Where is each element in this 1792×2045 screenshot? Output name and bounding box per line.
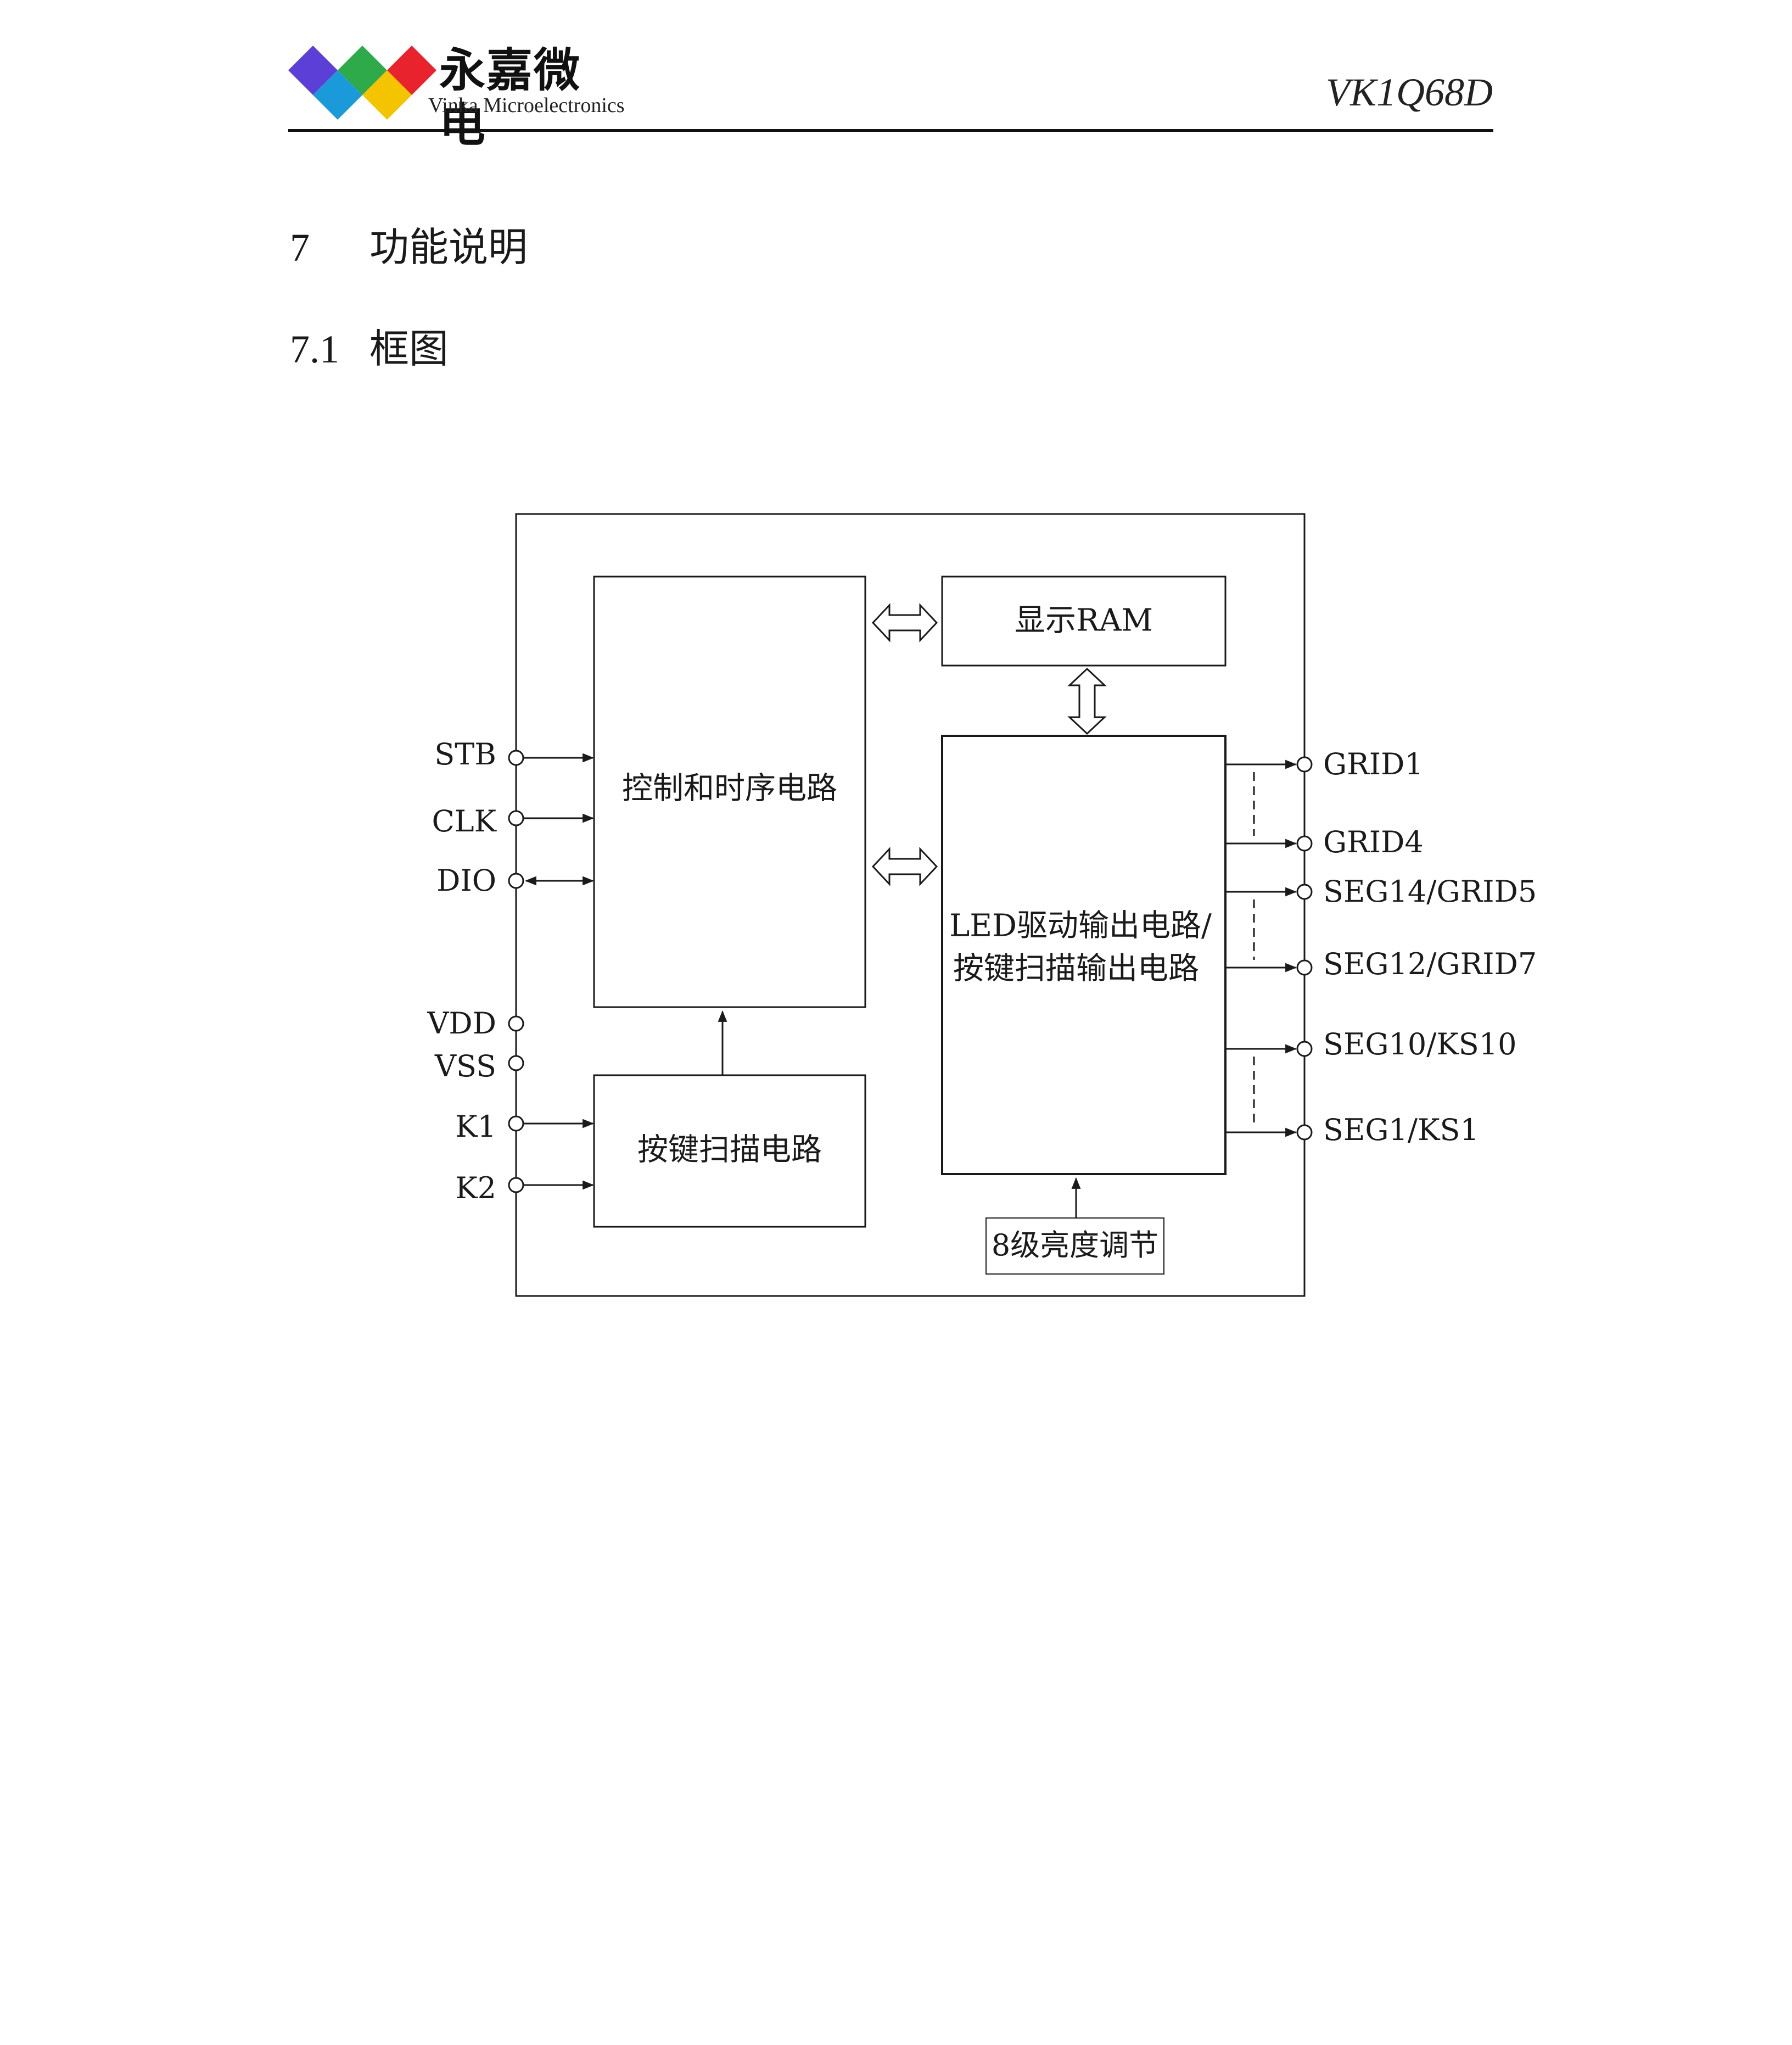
seg10-ks10-pin-circle xyxy=(1296,1041,1313,1057)
pin-label-seg1-ks1: SEG1/KS1 xyxy=(1323,1113,1479,1147)
logo-chinese-name: 永嘉微电 xyxy=(439,43,581,152)
led-driver-block xyxy=(941,735,1227,1175)
control-timing-block xyxy=(593,575,866,1008)
subsection-title: 框图 xyxy=(369,326,449,372)
seg12-grid7-pin-circle xyxy=(1296,959,1313,976)
k1-pin-circle xyxy=(508,1115,524,1132)
logo-english-name: Vinka Microelectronics xyxy=(428,94,625,117)
key-scan-block xyxy=(593,1074,866,1228)
led-driver-label-line1: LED驱动输出电路/ xyxy=(949,908,1212,944)
vss-pin-circle xyxy=(508,1055,524,1071)
grid1-pin-circle xyxy=(1296,756,1313,773)
chip-outline xyxy=(515,513,1306,1297)
pin-label-seg12-grid7: SEG12/GRID7 xyxy=(1323,947,1537,981)
pin-label-vdd: VDD xyxy=(427,1006,496,1041)
key-scan-label: 按键扫描电路 xyxy=(637,1132,822,1168)
pin-label-k1: K1 xyxy=(455,1109,496,1144)
seg14-grid5-pin-circle xyxy=(1296,884,1313,900)
pin-label-seg10-ks10: SEG10/KS10 xyxy=(1323,1027,1517,1061)
vdd-pin-circle xyxy=(508,1015,524,1032)
seg1-ks1-pin-circle xyxy=(1296,1124,1313,1141)
section-title: 功能说明 xyxy=(369,224,528,270)
k2-pin-circle xyxy=(508,1177,524,1193)
document-model-number: VK1Q68D xyxy=(1326,70,1493,114)
clk-pin-circle xyxy=(508,810,524,826)
logo-diamonds-icon xyxy=(288,46,436,120)
grid4-pin-circle xyxy=(1296,835,1313,852)
led-driver-label-line2: 按键扫描输出电路 xyxy=(953,951,1199,987)
subsection-heading: 7.1 框图 xyxy=(290,324,449,374)
section-number: 7 xyxy=(290,226,310,270)
control-timing-label: 控制和时序电路 xyxy=(622,771,837,807)
pin-label-grid1: GRID1 xyxy=(1323,747,1424,781)
section-heading: 7 功能说明 xyxy=(290,222,528,272)
pin-label-grid4: GRID4 xyxy=(1323,825,1424,859)
dio-pin-circle xyxy=(508,873,524,889)
pin-label-dio: DIO xyxy=(436,863,496,898)
control-driver-double-arrow xyxy=(871,847,938,886)
brightness-block xyxy=(985,1217,1164,1275)
ram-driver-double-arrow xyxy=(1067,667,1107,735)
brightness-label: 8级亮度调节 xyxy=(992,1228,1158,1262)
display-ram-block xyxy=(941,575,1227,667)
subsection-number: 7.1 xyxy=(290,327,339,371)
pin-label-clk: CLK xyxy=(432,804,497,839)
pin-label-k2: K2 xyxy=(455,1171,496,1205)
display-ram-label: 显示RAM xyxy=(1015,603,1153,639)
pin-label-stb: STB xyxy=(434,737,496,772)
company-logo: 永嘉微电 Vinka Microelectronics xyxy=(285,43,626,152)
pin-label-seg14-grid5: SEG14/GRID5 xyxy=(1323,874,1537,909)
header-divider xyxy=(288,129,1493,132)
pin-label-vss: VSS xyxy=(434,1049,496,1083)
control-ram-double-arrow xyxy=(871,603,938,642)
stb-pin-circle xyxy=(508,750,524,766)
